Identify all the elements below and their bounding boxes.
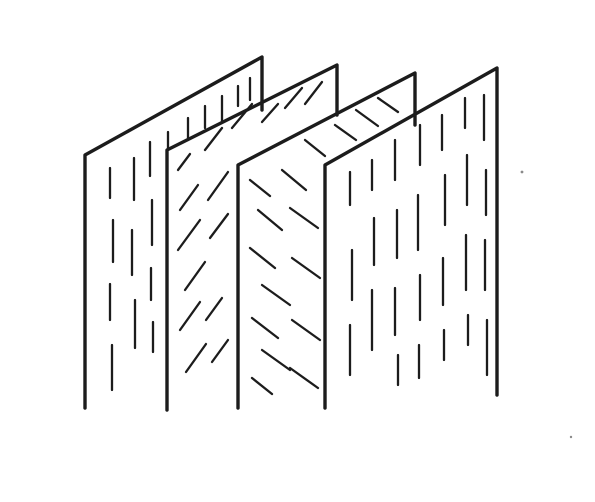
scan-speck	[520, 170, 524, 174]
panel-3-hatching	[248, 96, 400, 396]
panel-4-outline	[323, 66, 499, 410]
panel-2-outline	[165, 63, 339, 412]
panel-1	[83, 55, 264, 410]
panel-4	[323, 66, 499, 410]
panel-3-outline	[236, 71, 417, 410]
panel-3	[236, 71, 417, 410]
panel-2-hatching	[176, 80, 324, 374]
panel-1-hatching	[108, 76, 252, 392]
panel-2	[165, 63, 339, 412]
panel-4-hatching	[348, 93, 489, 387]
panel-1-outline	[83, 55, 264, 410]
scan-speck	[569, 435, 573, 439]
